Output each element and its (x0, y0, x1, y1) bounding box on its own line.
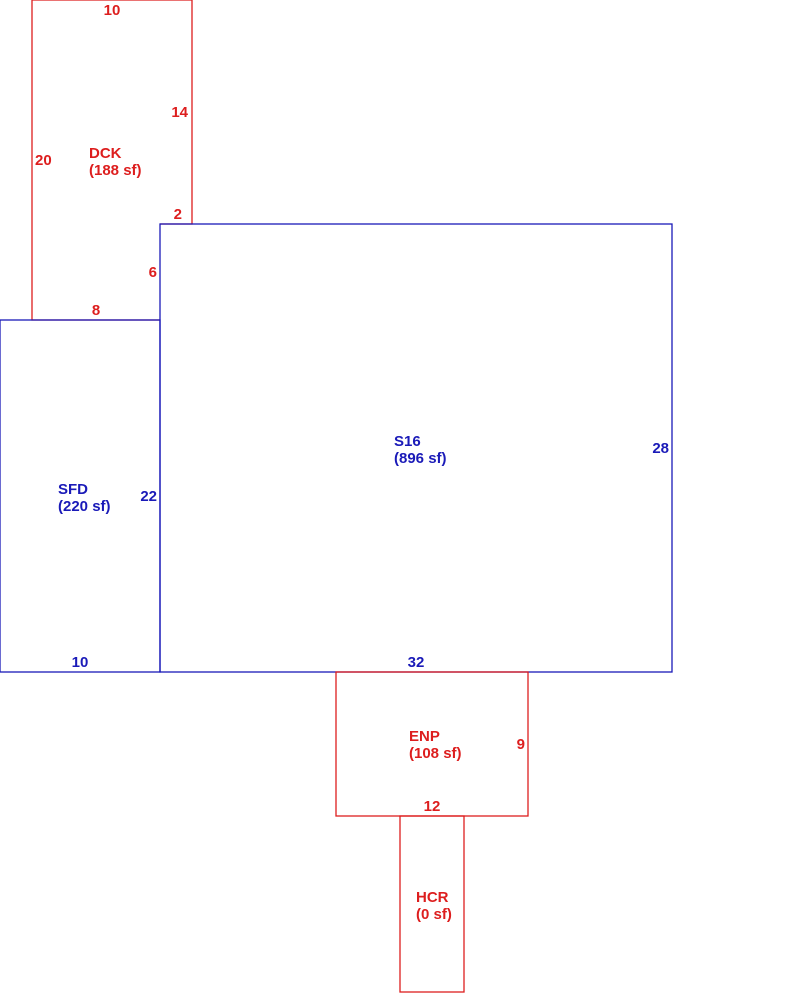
s16-area: 28 32 S16 (896 sf) (159, 223, 673, 673)
dck-code-label: DCK (89, 145, 122, 162)
enp-dim-bottom: 12 (424, 798, 441, 815)
enp-area: 9 12 ENP (108 sf) (335, 671, 529, 817)
sfd-dim-bottom: 10 (72, 654, 89, 671)
dck-dim-right-upper: 14 (171, 104, 188, 121)
sfd-code-label: SFD (58, 481, 88, 498)
dck-area: 10 14 20 2 6 8 DCK (188 sf) (31, 0, 193, 321)
dck-dim-bottom: 8 (92, 302, 100, 319)
dck-dim-top: 10 (104, 2, 121, 19)
dck-dim-notch-side: 6 (149, 264, 157, 281)
s16-code-label: S16 (394, 433, 421, 450)
s16-area-label: (896 sf) (394, 450, 447, 467)
dck-area-label: (188 sf) (89, 162, 142, 179)
s16-dim-bottom: 32 (408, 654, 425, 671)
hcr-area: HCR (0 sf) (399, 815, 465, 993)
hcr-area-label: (0 sf) (416, 906, 452, 923)
hcr-code-label: HCR (416, 889, 449, 906)
enp-area-label: (108 sf) (409, 745, 462, 762)
sfd-dim-right: 22 (140, 488, 157, 505)
enp-dim-right: 9 (517, 736, 525, 753)
s16-dim-right: 28 (652, 440, 669, 457)
enp-code-label: ENP (409, 728, 440, 745)
sfd-area-label: (220 sf) (58, 498, 111, 515)
sfd-area: 22 10 SFD (220 sf) (0, 319, 161, 673)
dck-dim-notch-top: 2 (174, 206, 182, 223)
hcr-outline (399, 815, 465, 993)
dck-dim-left: 20 (35, 152, 52, 169)
